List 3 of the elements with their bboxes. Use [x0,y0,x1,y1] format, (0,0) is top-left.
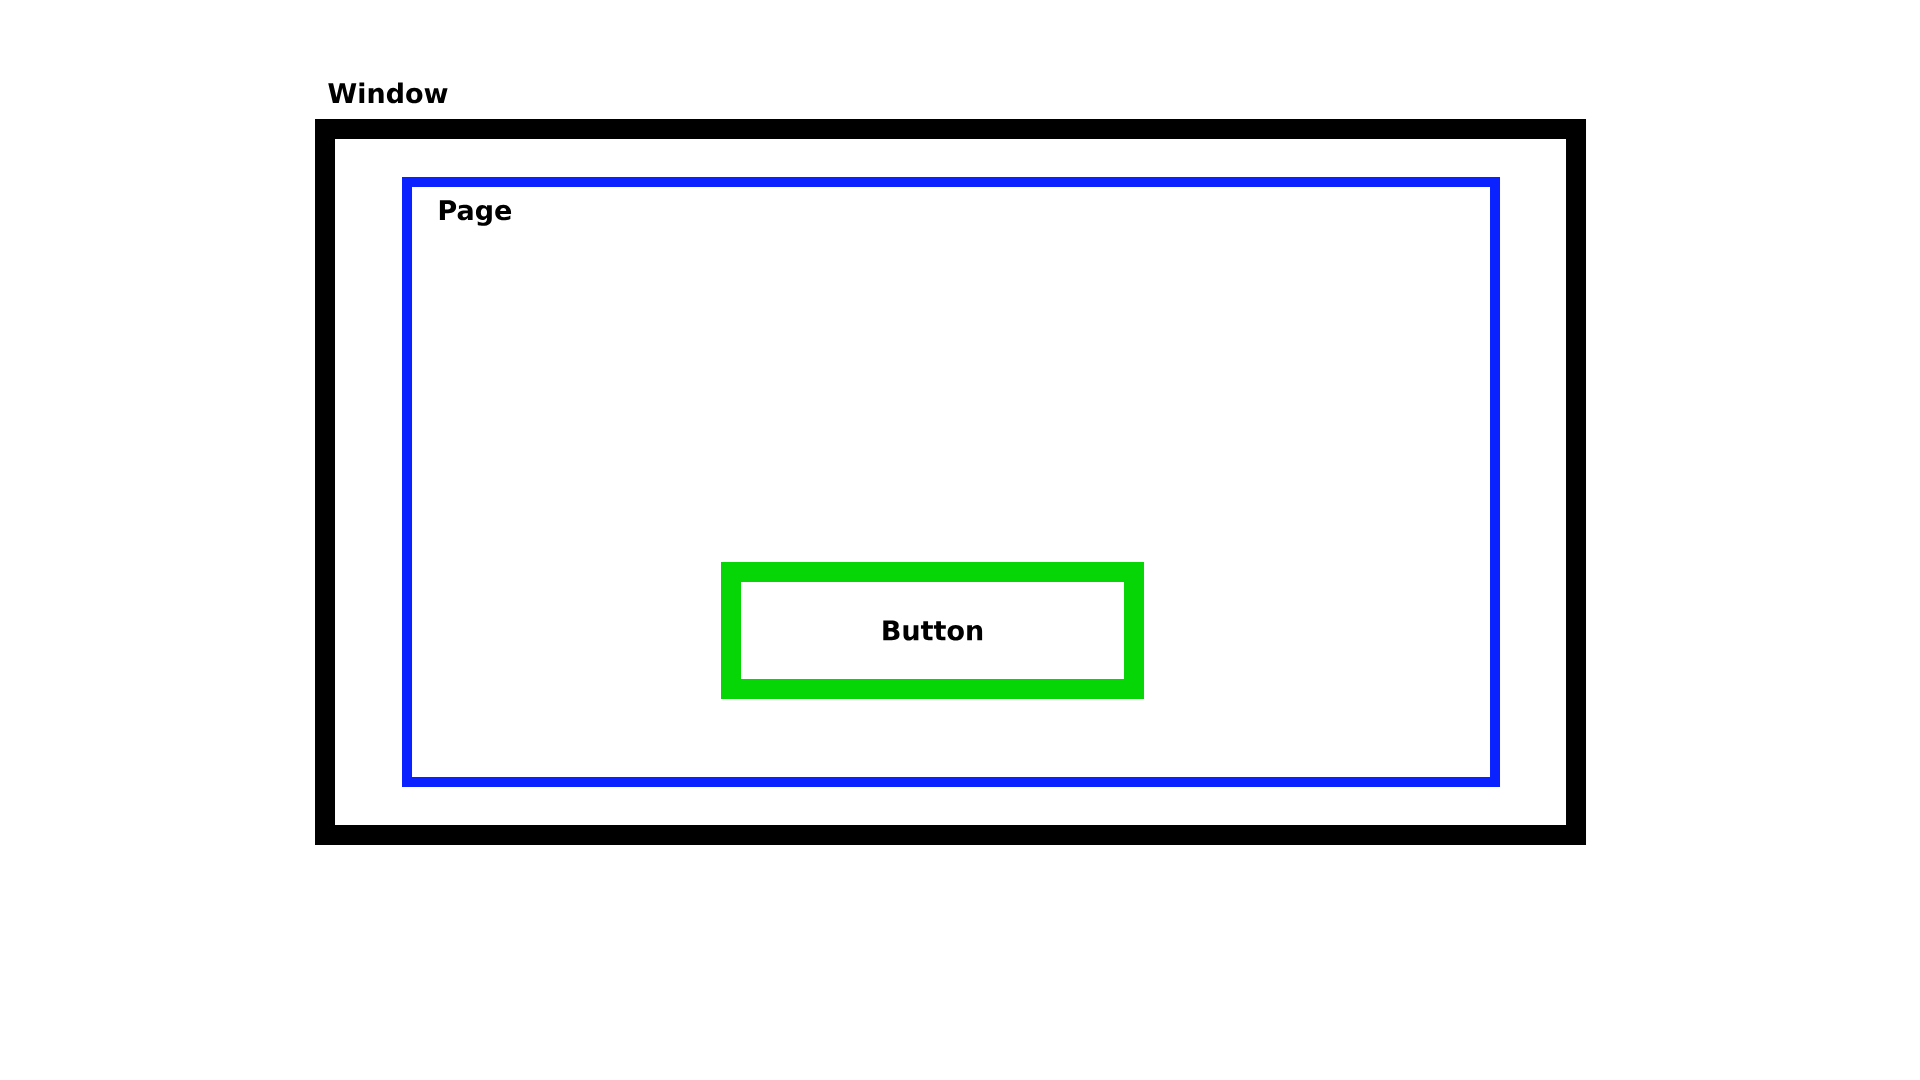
button: Button [721,562,1144,699]
page-title: Page [439,200,512,226]
window-title: Window [328,82,448,104]
